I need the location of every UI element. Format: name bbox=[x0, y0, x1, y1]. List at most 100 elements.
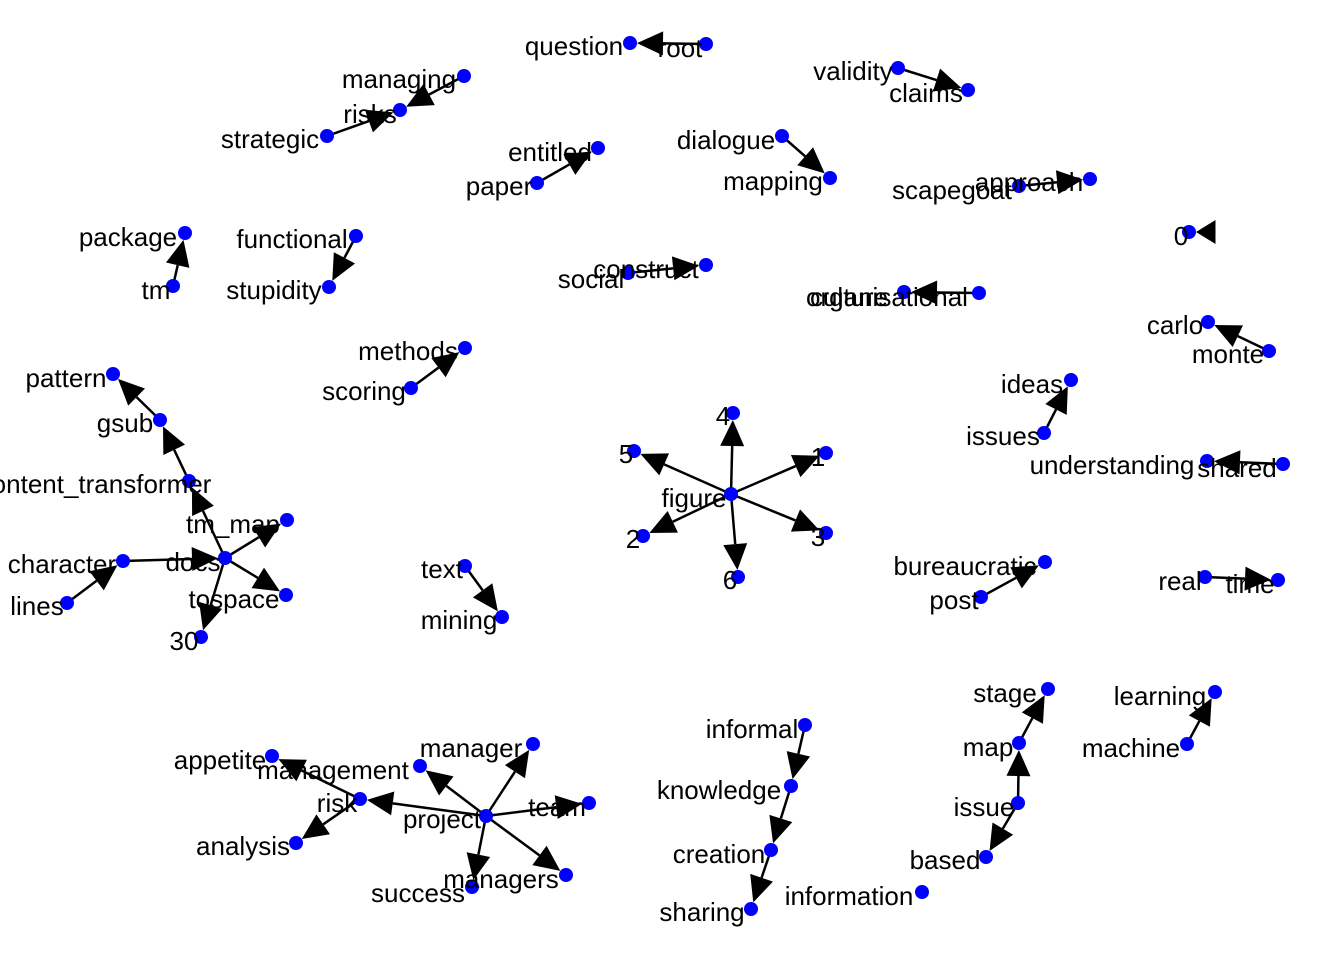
edge-project-manager bbox=[484, 749, 530, 817]
edge-arrowhead bbox=[89, 565, 118, 591]
edge-arrowhead bbox=[472, 583, 498, 612]
node-tm bbox=[166, 279, 180, 293]
edge-line bbox=[445, 784, 487, 817]
node-label-pattern: pattern bbox=[26, 363, 107, 393]
node-label-project: project bbox=[403, 804, 482, 834]
edge-arrowhead bbox=[636, 31, 664, 56]
node-label-success: success bbox=[371, 878, 465, 908]
node-methods bbox=[458, 341, 472, 355]
edge-risk-analysis bbox=[301, 797, 361, 840]
edge-arrowhead bbox=[1188, 698, 1212, 727]
node-label-risk: risk bbox=[317, 788, 358, 818]
edge-line bbox=[730, 464, 797, 496]
node-monte bbox=[1262, 344, 1276, 358]
node-label-character: character bbox=[8, 549, 117, 579]
edge-arrowhead bbox=[199, 601, 223, 631]
edge-arrowhead bbox=[191, 546, 219, 571]
node-label-dialogue: dialogue bbox=[677, 125, 775, 155]
edge-line bbox=[729, 493, 737, 545]
edge-arrowhead bbox=[163, 426, 186, 455]
edge-arrowhead bbox=[406, 83, 435, 107]
node-culture bbox=[897, 285, 911, 299]
edge-line bbox=[122, 557, 193, 563]
edge-arrowhead bbox=[723, 543, 748, 571]
edge-line bbox=[663, 463, 732, 496]
node-label-organisational: organisational bbox=[806, 282, 968, 312]
edge-line bbox=[672, 492, 732, 523]
node-tm_map bbox=[280, 513, 294, 527]
edge-arrowhead bbox=[786, 751, 811, 780]
node-label-root: root bbox=[658, 33, 704, 63]
node-issue bbox=[1011, 796, 1025, 810]
node-informal bbox=[798, 718, 812, 732]
node-label-paper: paper bbox=[466, 171, 533, 201]
node-label-functional: functional bbox=[236, 224, 347, 254]
edge-arrowhead bbox=[278, 759, 307, 782]
edge-character-docs bbox=[122, 546, 219, 571]
node-label-docs: docs bbox=[166, 547, 221, 577]
node-managers bbox=[559, 868, 573, 882]
node-functional bbox=[349, 229, 363, 243]
edge-figure-n4 bbox=[720, 419, 745, 495]
edge-arrowhead bbox=[790, 455, 820, 478]
node-label-monte: monte bbox=[1192, 339, 1264, 369]
node-label-scapegoat: scapegoat bbox=[892, 175, 1013, 205]
edge-arrowhead bbox=[720, 419, 745, 447]
node-bureaucratic bbox=[1038, 555, 1052, 569]
node-entitled bbox=[591, 141, 605, 155]
edge-arrowhead bbox=[191, 487, 214, 516]
edge-arrowhead bbox=[301, 814, 330, 840]
node-layer bbox=[60, 36, 1290, 916]
node-understanding bbox=[1200, 454, 1214, 468]
node-label-analysis: analysis bbox=[196, 831, 290, 861]
edge-layer bbox=[66, 31, 1284, 903]
edge-arrowhead bbox=[431, 352, 460, 378]
edge-line bbox=[326, 119, 370, 138]
edge-arrowhead bbox=[504, 749, 530, 779]
node-label-carlo: carlo bbox=[1147, 310, 1203, 340]
node-root bbox=[699, 37, 713, 51]
node-label-text: text bbox=[421, 554, 464, 584]
node-label-package: package bbox=[79, 222, 177, 252]
node-label-shared: shared bbox=[1197, 453, 1277, 483]
node-n6 bbox=[731, 570, 745, 584]
node-label-stupidity: stupidity bbox=[226, 275, 321, 305]
edge-line bbox=[301, 769, 361, 801]
node-managing bbox=[457, 69, 471, 83]
node-management bbox=[413, 759, 427, 773]
node-label-bureaucratic: bureaucratic bbox=[893, 551, 1036, 581]
node-label-ideas: ideas bbox=[1001, 369, 1063, 399]
node-mapping bbox=[823, 171, 837, 185]
edge-figure-n3 bbox=[730, 492, 820, 532]
node-label-construct: construct bbox=[593, 254, 699, 284]
edge-arrowhead bbox=[118, 378, 145, 406]
node-carlo bbox=[1201, 315, 1215, 329]
node-sharing bbox=[744, 902, 758, 916]
node-shared bbox=[1276, 457, 1290, 471]
node-knowledge bbox=[784, 779, 798, 793]
node-label-tospace: tospace bbox=[188, 584, 279, 614]
edge-arrowhead bbox=[1214, 325, 1243, 348]
edge-line bbox=[730, 492, 796, 522]
node-label-n6: 6 bbox=[723, 565, 737, 595]
node-paper bbox=[530, 176, 544, 190]
edge-arrowhead bbox=[932, 68, 962, 92]
edge-arrowhead bbox=[251, 567, 281, 592]
edge-arrowhead bbox=[252, 523, 282, 548]
node-label-management: management bbox=[257, 755, 410, 785]
node-content_transformer bbox=[182, 474, 196, 488]
edge-line bbox=[936, 291, 980, 295]
node-label-n4: 4 bbox=[716, 401, 730, 431]
node-n30 bbox=[194, 630, 208, 644]
edge-project-team bbox=[485, 795, 583, 820]
node-gsub bbox=[153, 413, 167, 427]
node-label-map: map bbox=[963, 732, 1014, 762]
node-label-figure: figure bbox=[661, 483, 726, 513]
node-label-mining: mining bbox=[421, 605, 498, 635]
node-scoring bbox=[404, 381, 418, 395]
edge-shared-understanding bbox=[1213, 450, 1284, 475]
node-post bbox=[974, 590, 988, 604]
node-label-n3: 3 bbox=[811, 522, 825, 552]
edge-arrowhead bbox=[1196, 220, 1216, 244]
